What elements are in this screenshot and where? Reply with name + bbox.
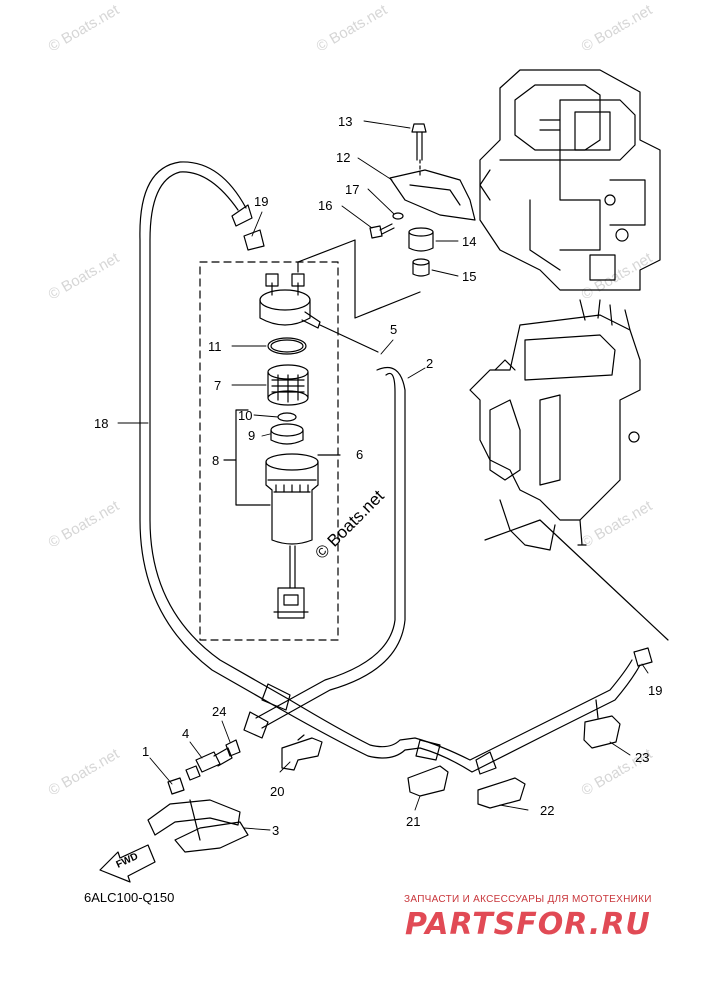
- watermark: © Boats.net: [46, 249, 123, 303]
- callout-5: 5: [390, 322, 397, 337]
- diagram-code: 6ALC100-Q150: [84, 890, 175, 905]
- hose-2: [243, 366, 406, 739]
- o-ring: [267, 337, 307, 355]
- hose-18: [139, 161, 641, 775]
- callout-21: 21: [406, 814, 420, 829]
- holder-21: [407, 765, 449, 797]
- washer-17: [392, 212, 404, 220]
- callout-2: 2: [426, 356, 433, 371]
- callout-15: 15: [462, 269, 476, 284]
- watermark: © Boats.net: [579, 1, 656, 55]
- callout-12: 12: [336, 150, 350, 165]
- callout-19: 19: [254, 194, 268, 209]
- cap-1: [167, 777, 185, 795]
- callout-1: 1: [142, 744, 149, 759]
- callout-leaders: [117, 120, 649, 831]
- float: [270, 423, 304, 445]
- watermark: © Boats.net: [46, 497, 123, 551]
- bolt-16: [369, 223, 395, 239]
- filter-cap: [259, 273, 321, 329]
- callout-20: 20: [270, 784, 284, 799]
- filter-element: [267, 364, 309, 406]
- fwd-arrow: [99, 844, 156, 883]
- callout-8: 8: [212, 453, 219, 468]
- watermark: © Boats.net: [579, 497, 656, 551]
- watermark: © Boats.net: [46, 745, 123, 799]
- callout-18: 18: [94, 416, 108, 431]
- bracket-8: [223, 409, 271, 506]
- holder-22: [477, 777, 526, 809]
- leader-clip-5: [319, 324, 379, 353]
- callout-17: 17: [345, 182, 359, 197]
- clip-19-lower: [633, 647, 653, 667]
- engine-upper-outline: [479, 69, 661, 291]
- callout-9: 9: [248, 428, 255, 443]
- footer-tagline: ЗАПЧАСТИ И АКСЕССУАРЫ ДЛЯ МОТОТЕХНИКИ: [404, 894, 652, 905]
- bracket-12: [389, 169, 476, 221]
- callout-19-lower: 19: [648, 683, 662, 698]
- callout-22: 22: [540, 803, 554, 818]
- callout-6: 6: [356, 447, 363, 462]
- filter-assembly-box: [199, 261, 339, 641]
- watermark: © Boats.net: [314, 1, 391, 55]
- callout-7: 7: [214, 378, 221, 393]
- bolt-13: [411, 123, 427, 161]
- vapor-separator-outline: [469, 299, 641, 551]
- holder-23: [583, 699, 621, 749]
- filter-bowl: [265, 453, 319, 619]
- clip-19-upper: [243, 229, 265, 251]
- clip-24: [225, 739, 241, 757]
- leader-separator: [484, 519, 669, 641]
- callout-labels: 13 12 17 16 19 14 15 5 2 11 7 10 9 8 6 1…: [94, 114, 662, 838]
- callout-10: 10: [238, 408, 252, 423]
- watermark-center: © Boats.net: [311, 486, 388, 563]
- callout-13: 13: [338, 114, 352, 129]
- joint-4: [185, 747, 233, 781]
- ring: [277, 412, 297, 422]
- callout-14: 14: [462, 234, 476, 249]
- callout-11: 11: [208, 339, 222, 354]
- callout-3: 3: [272, 823, 279, 838]
- collar-15: [412, 258, 430, 277]
- holder-20: [281, 734, 323, 771]
- brand-logo[interactable]: PARTSFOR.RU: [405, 907, 651, 942]
- callout-23: 23: [635, 750, 649, 765]
- grommet-14: [408, 227, 434, 252]
- watermark: © Boats.net: [46, 1, 123, 55]
- callout-16: 16: [318, 198, 332, 213]
- leader-filter-top: [297, 239, 421, 319]
- callout-24: 24: [212, 704, 226, 719]
- holder-3: [147, 799, 249, 853]
- callout-4: 4: [182, 726, 189, 741]
